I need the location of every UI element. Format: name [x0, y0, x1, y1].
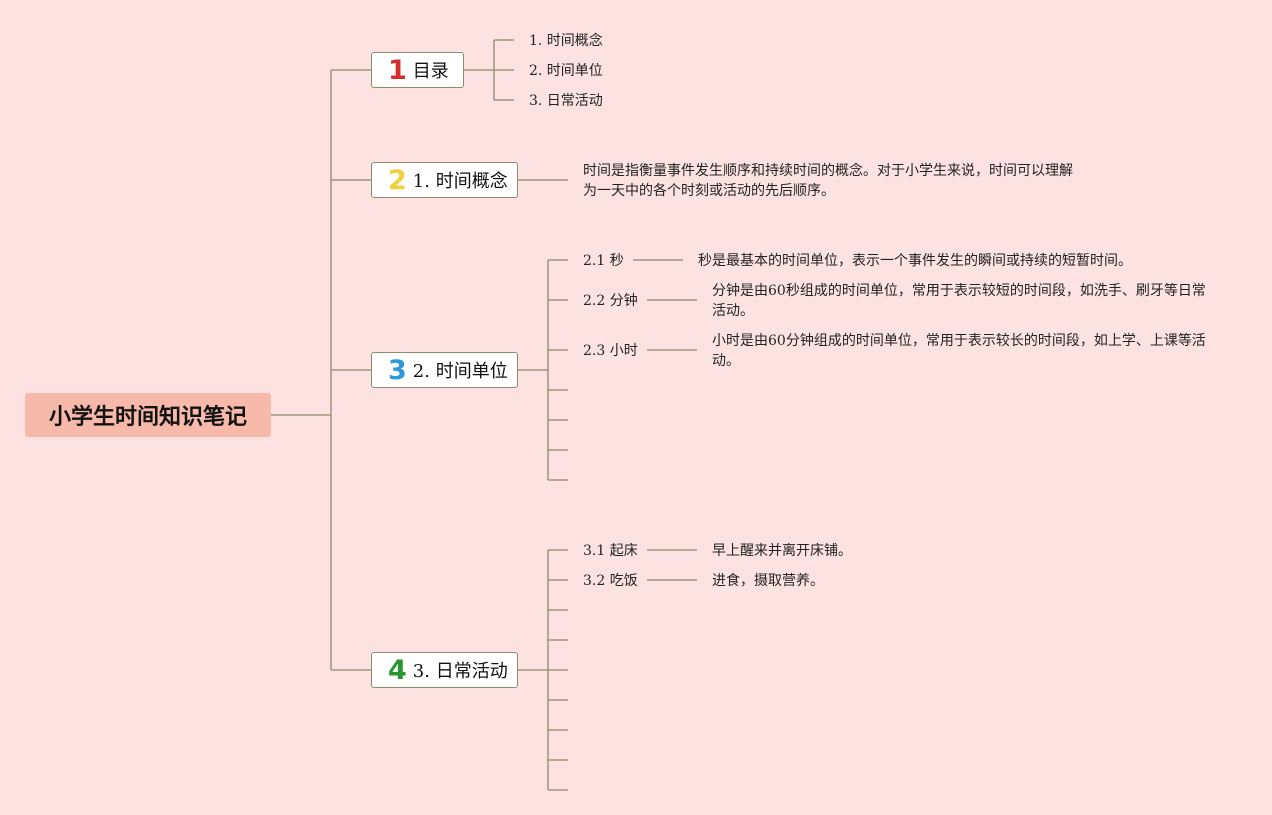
toc-item-units[interactable]: 2. 时间单位: [529, 63, 603, 79]
toc-item-concept[interactable]: 1. 时间概念: [529, 33, 603, 49]
number-three-icon: 3: [388, 354, 407, 386]
unit-hour-label[interactable]: 2.3 小时: [583, 343, 638, 359]
unit-second-label[interactable]: 2.1 秒: [583, 253, 624, 269]
branch-label: 目录: [412, 61, 449, 82]
unit-minute-description[interactable]: 分钟是由60秒组成的时间单位，常用于表示较短的时间段，如洗手、刷牙等日常活动。: [712, 283, 1206, 319]
number-two-icon: 2: [388, 164, 407, 196]
unit-minute-label[interactable]: 2.2 分钟: [583, 293, 638, 309]
branch-label: 2. 时间单位: [412, 361, 508, 382]
number-four-icon: 4: [388, 654, 407, 686]
activity-wake-label[interactable]: 3.1 起床: [583, 543, 638, 559]
branch-time-units[interactable]: 3 2. 时间单位: [371, 352, 518, 388]
branch-toc[interactable]: 1 目录: [371, 52, 464, 88]
branch-label: 1. 时间概念: [412, 171, 508, 192]
unit-hour-description[interactable]: 小时是由60分钟组成的时间单位，常用于表示较长的时间段，如上学、上课等活动。: [712, 333, 1206, 369]
unit-second-description[interactable]: 秒是最基本的时间单位，表示一个事件发生的瞬间或持续的短暂时间。: [698, 253, 1132, 269]
branch-daily-activities[interactable]: 4 3. 日常活动: [371, 652, 518, 688]
activity-wake-description[interactable]: 早上醒来并离开床铺。: [712, 543, 852, 559]
branch-time-concept[interactable]: 2 1. 时间概念: [371, 162, 518, 198]
activity-eat-label[interactable]: 3.2 吃饭: [583, 573, 638, 589]
toc-item-activities[interactable]: 3. 日常活动: [529, 93, 603, 109]
number-one-icon: 1: [388, 54, 407, 86]
branch-label: 3. 日常活动: [412, 661, 508, 682]
concept-description[interactable]: 时间是指衡量事件发生顺序和持续时间的概念。对于小学生来说，时间可以理解为一天中的…: [583, 163, 1073, 199]
activity-eat-description[interactable]: 进食，摄取营养。: [712, 573, 824, 589]
root-topic[interactable]: 小学生时间知识笔记: [25, 393, 271, 437]
root-title: 小学生时间知识笔记: [48, 405, 247, 430]
